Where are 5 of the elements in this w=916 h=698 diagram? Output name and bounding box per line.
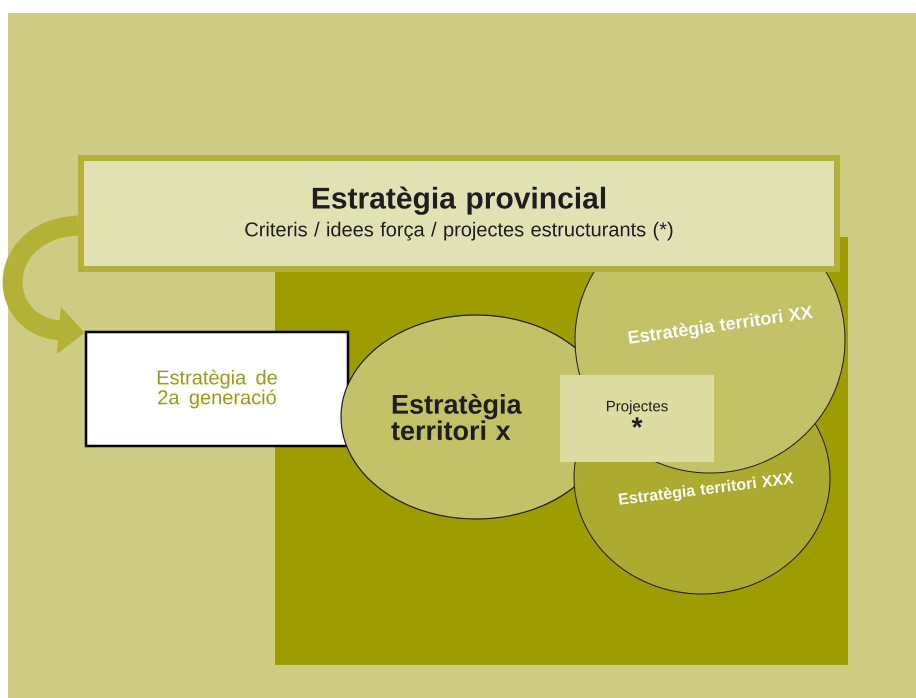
heading-box: Estratègia provincial Criteris / idees força / projectes estructurants (*) — [78, 155, 840, 272]
process-box: Estratègia de 2a generació — [84, 330, 350, 448]
ellipse-label: Estratègia territori XXX — [618, 472, 794, 505]
text-box: Projectes * — [560, 375, 714, 462]
ellipse-label: Estratègia territori XX — [628, 306, 814, 344]
